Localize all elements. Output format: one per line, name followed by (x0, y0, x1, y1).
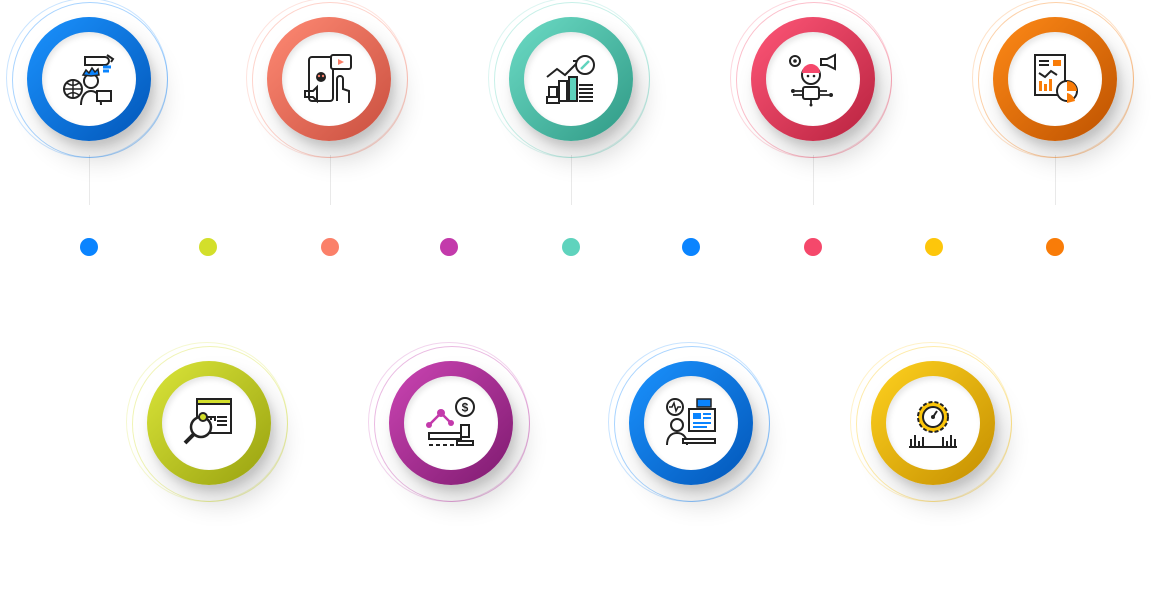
timeline-dot-2 (199, 238, 217, 256)
timeline-dot-8 (925, 238, 943, 256)
speed-optimization-icon (909, 401, 957, 448)
node-social-marketing (246, 0, 410, 160)
connector-line-2 (330, 155, 331, 205)
timeline-dot-5 (562, 238, 580, 256)
node-web-developer (6, 0, 170, 160)
timeline-dot-3 (321, 238, 339, 256)
bid-pricing-icon: $ (426, 397, 475, 446)
node-bid-pricing: $ (368, 342, 532, 504)
node-growth-chart (488, 0, 652, 160)
timeline-dot-6 (682, 238, 700, 256)
timeline-dot-9 (1046, 238, 1064, 256)
connector-line-4 (813, 155, 814, 205)
svg-text:$: $ (462, 401, 469, 415)
ai-marketing-robot-icon (789, 53, 836, 107)
growth-chart-coins-icon (546, 55, 595, 104)
node-speed-optimization (850, 342, 1014, 504)
mobile-social-marketing-icon (304, 54, 352, 104)
timeline-dot-7 (804, 238, 822, 256)
node-ai-robot (730, 0, 894, 160)
connector-line-1 (89, 155, 90, 205)
timeline-dot-1 (80, 238, 98, 256)
connector-line-5 (1055, 155, 1056, 205)
analytics-report-icon (1034, 54, 1078, 103)
node-online-support (608, 342, 772, 504)
keyword-research-icon (183, 398, 232, 445)
timeline-dot-4 (440, 238, 458, 256)
node-analytics-report (972, 0, 1136, 160)
node-keyword-research (126, 342, 290, 504)
connector-line-3 (571, 155, 572, 205)
web-developer-icon (63, 54, 115, 106)
online-support-icon (666, 398, 716, 446)
